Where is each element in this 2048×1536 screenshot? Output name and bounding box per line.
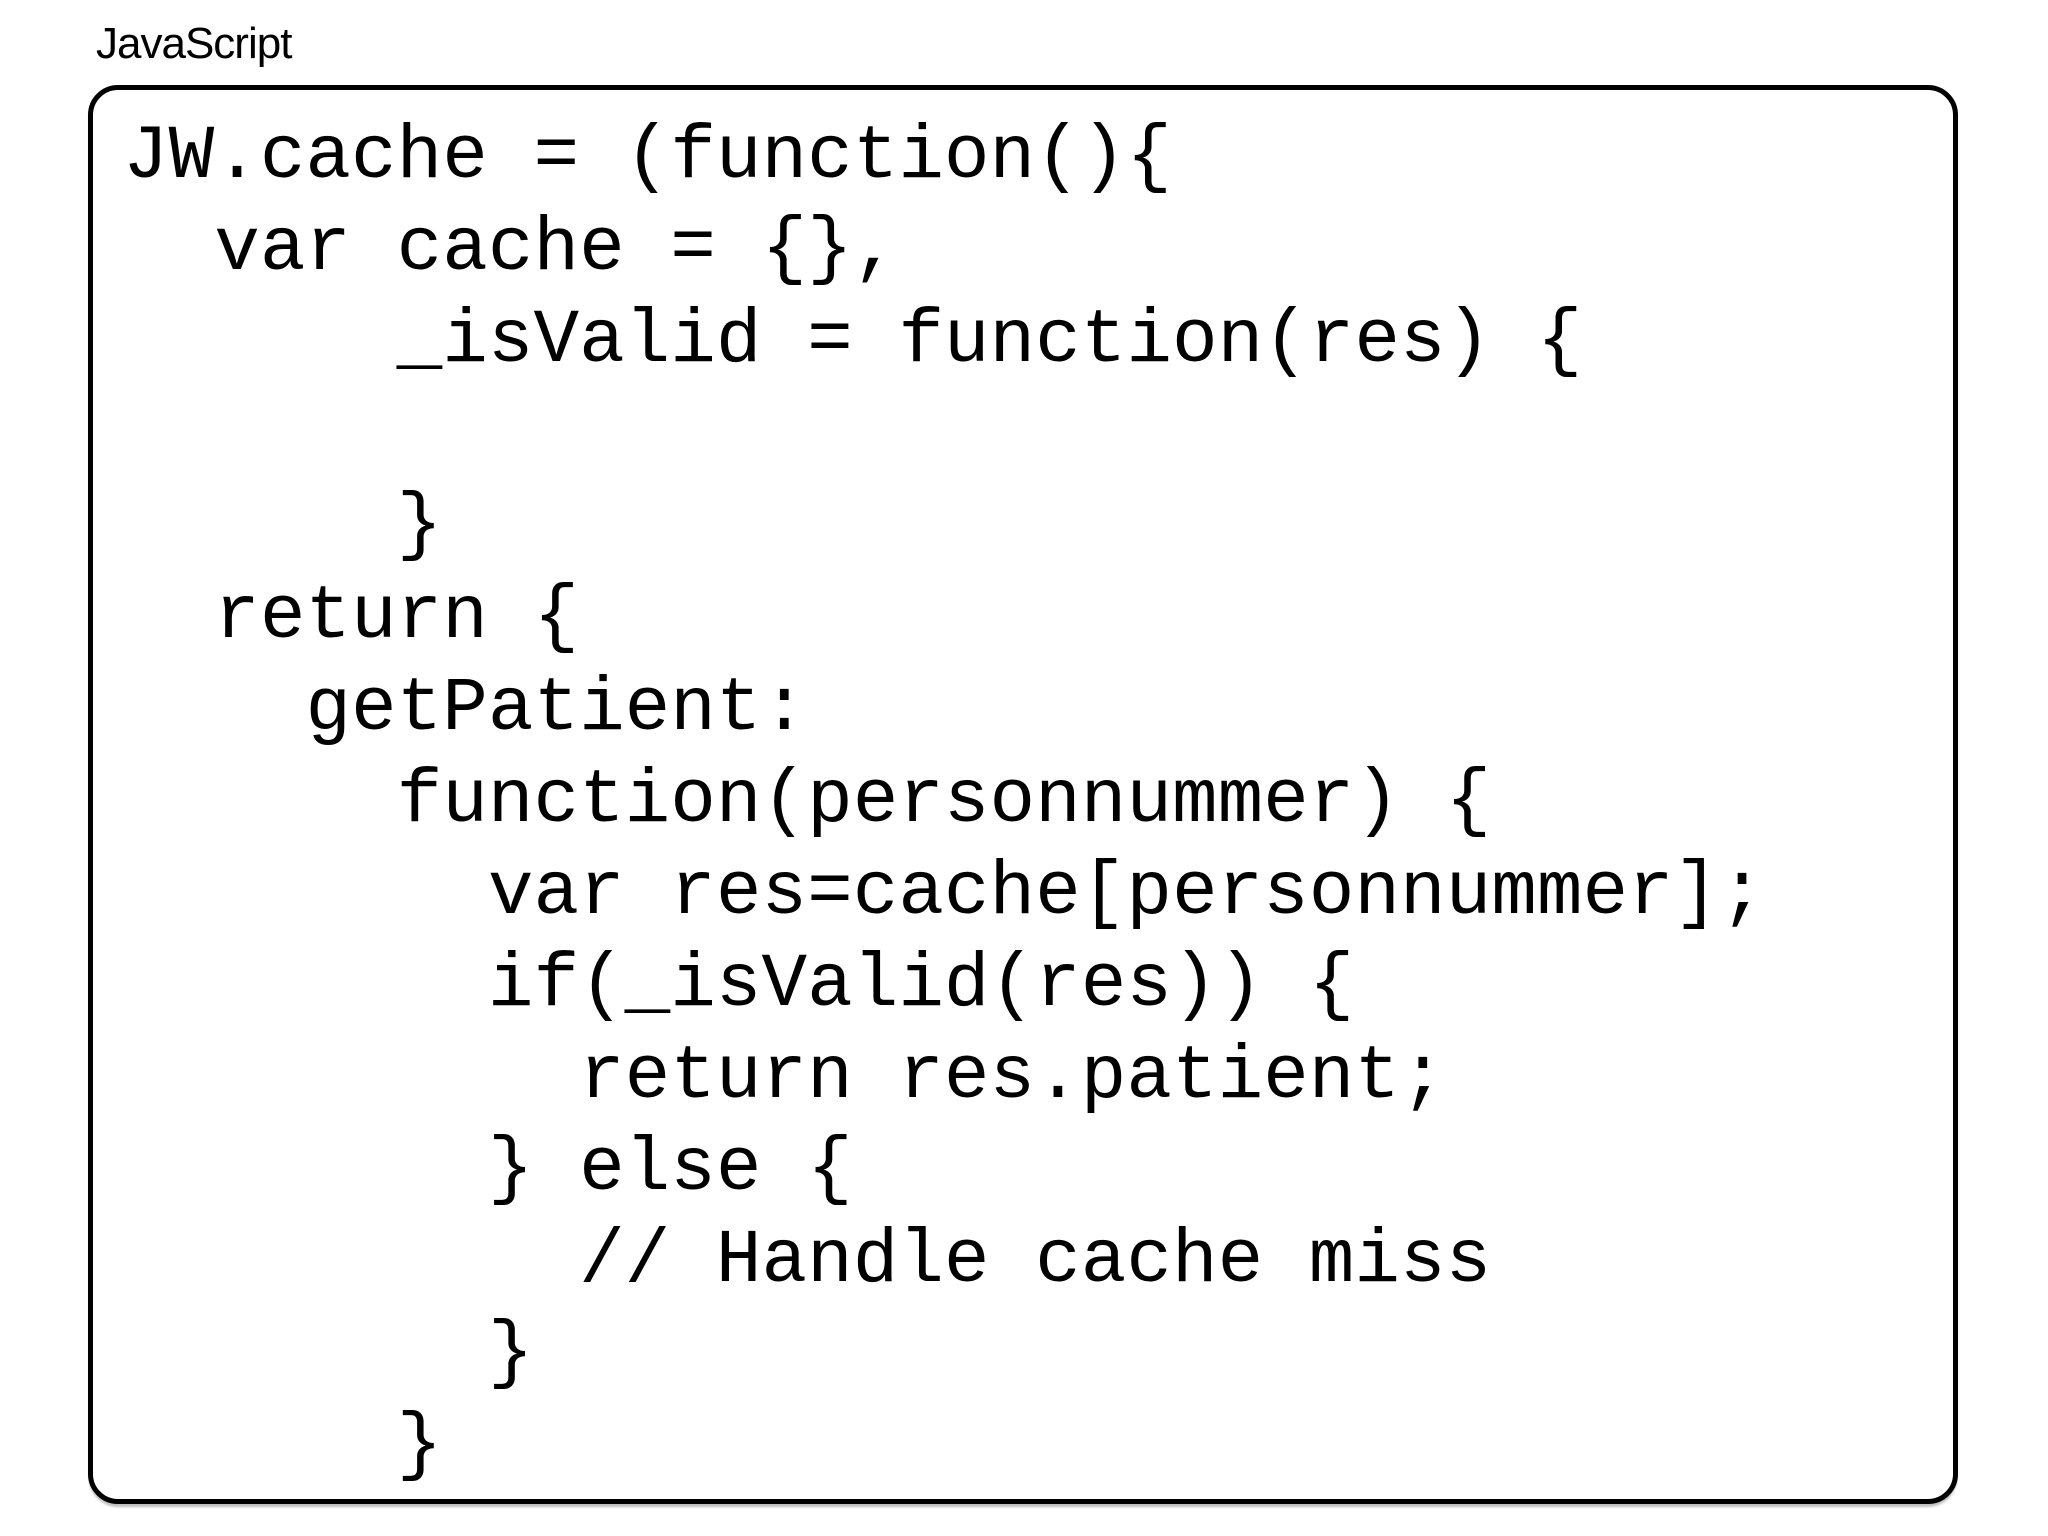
code-box: JW.cache = (function(){ var cache = {}, … <box>88 85 1958 1504</box>
code-language-label: JavaScript <box>96 19 292 68</box>
code-snippet: JW.cache = (function(){ var cache = {}, … <box>123 114 1765 1488</box>
